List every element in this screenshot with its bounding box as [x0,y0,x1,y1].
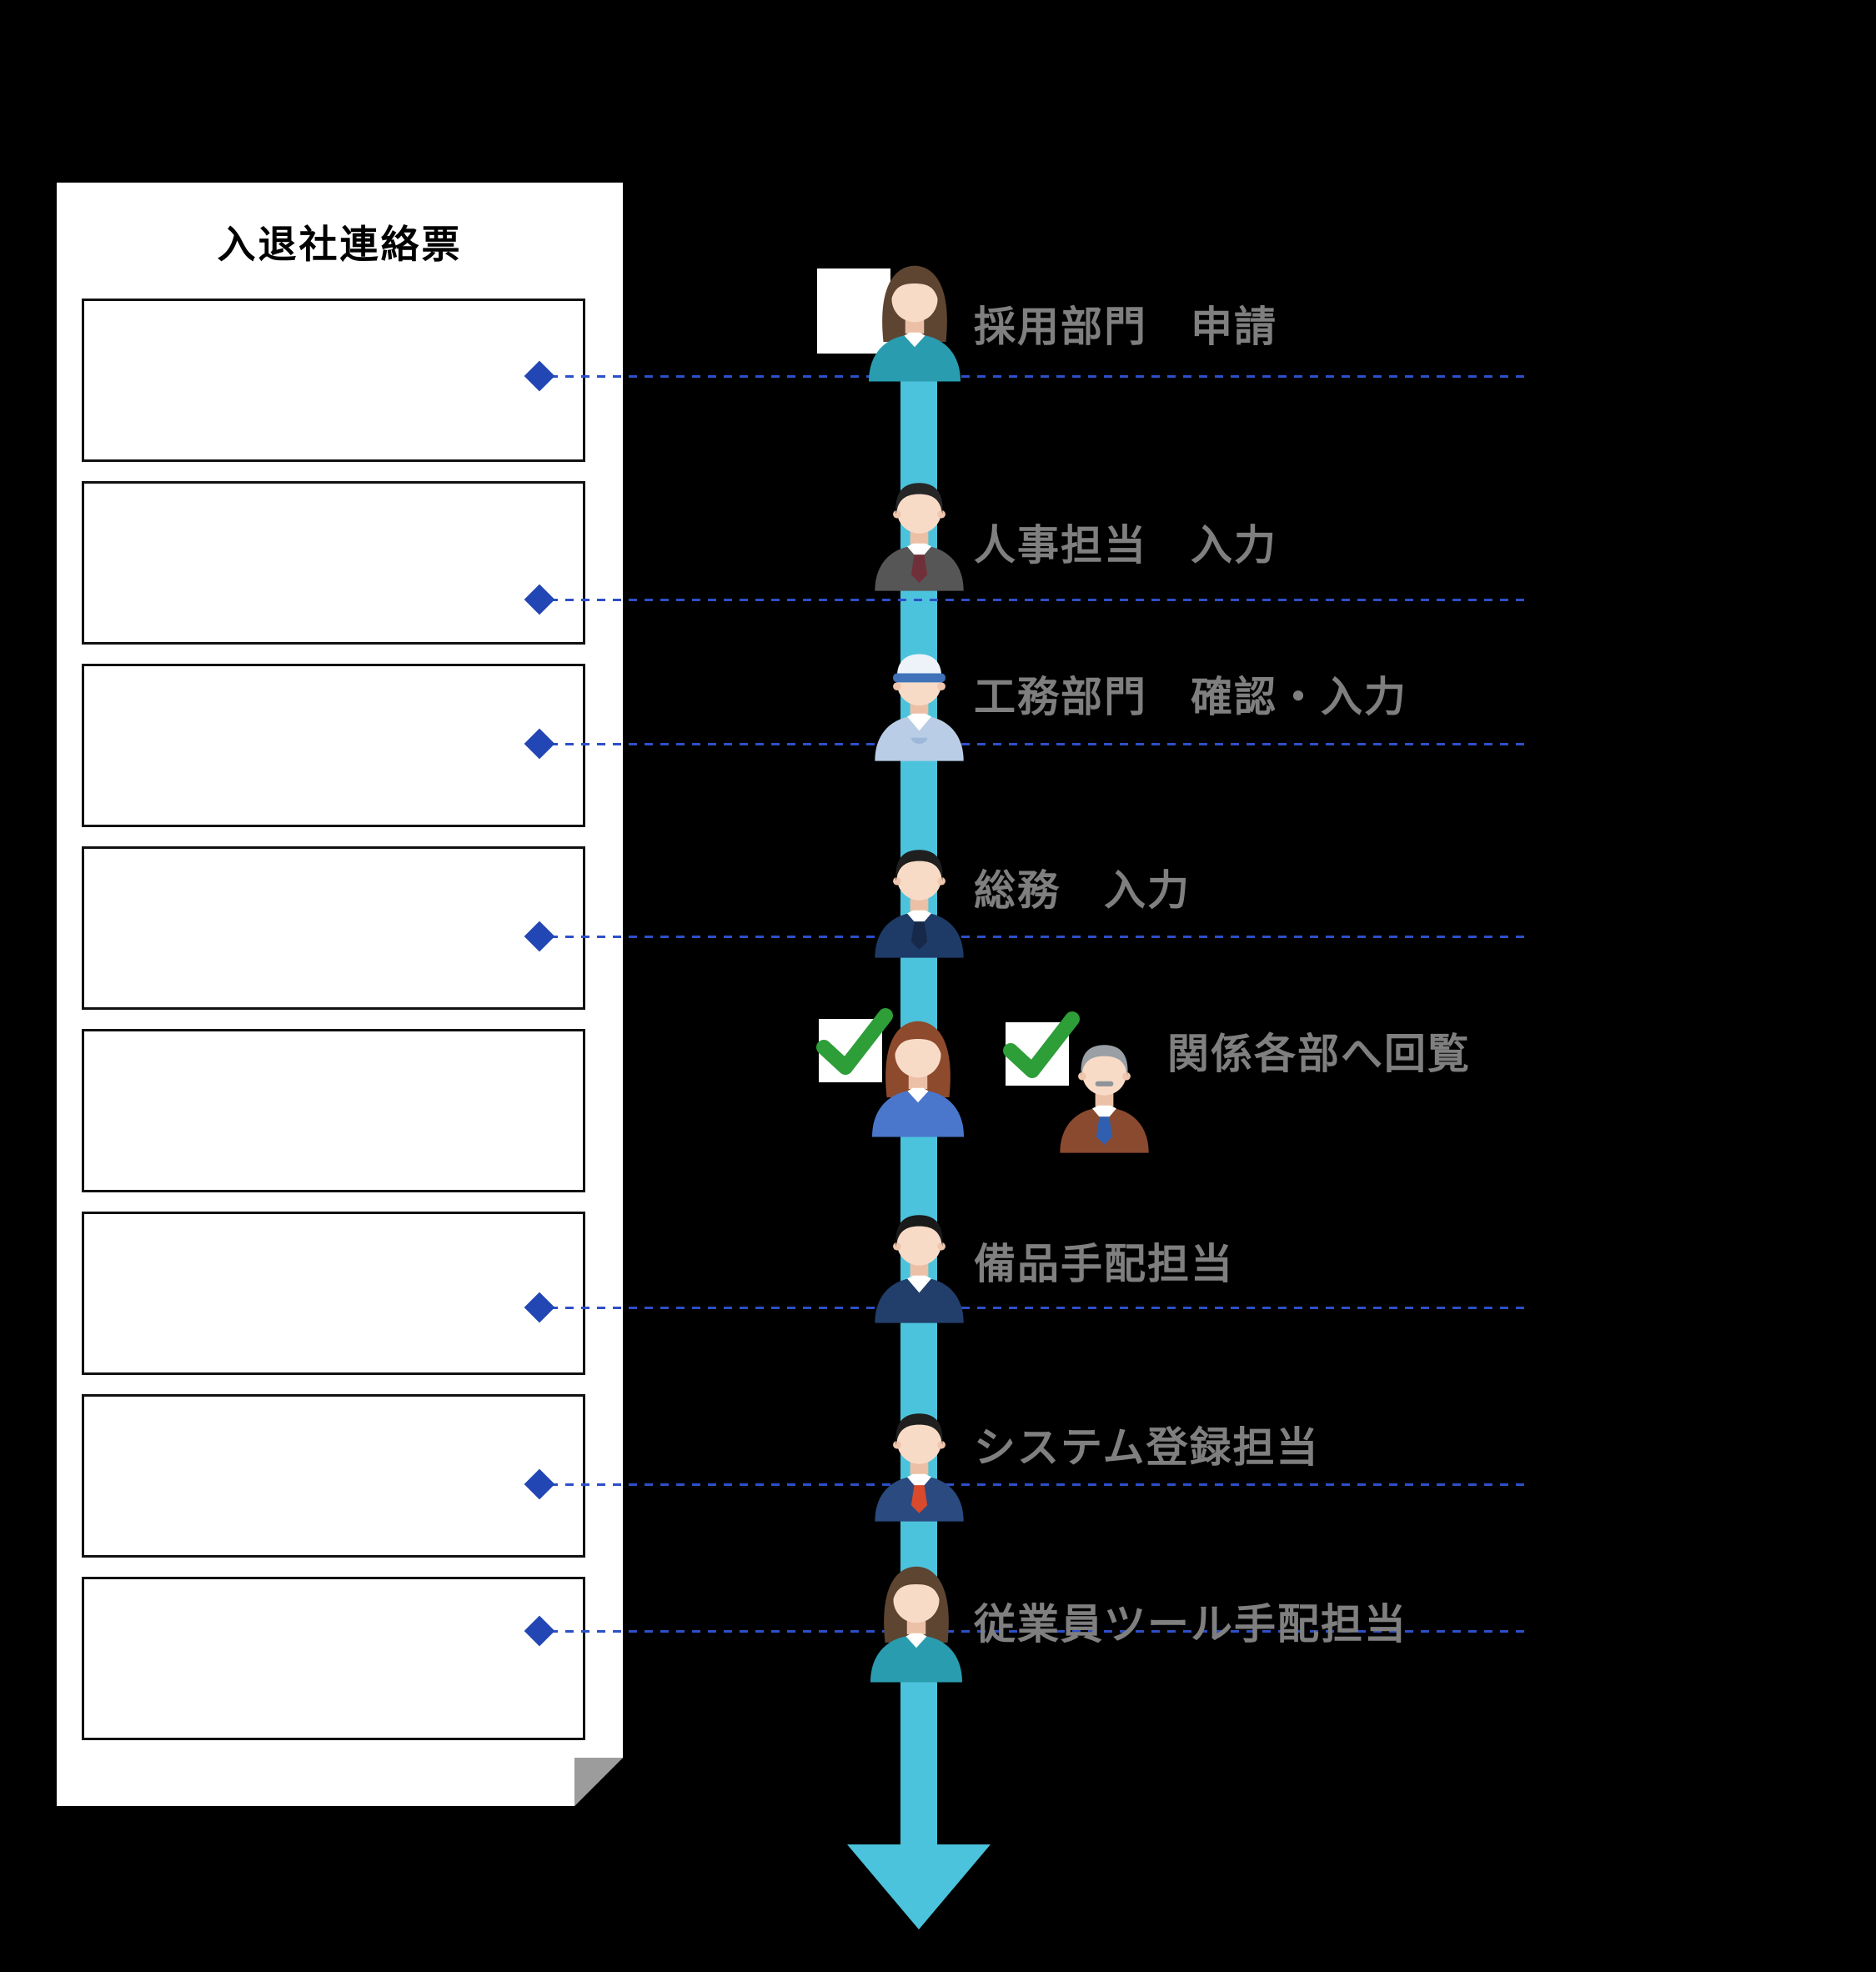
check-icon [1003,1011,1080,1086]
equipment-man-icon [875,1215,964,1323]
step-label-system: システム登録担当 [974,1424,1320,1471]
reviewer-woman-icon [872,1021,964,1137]
connector-line-3 [524,728,1526,760]
step-label-engineering: 工務部門 確認・入力 [974,674,1407,720]
connector-line-7 [524,1615,1526,1647]
general-affairs-man-icon [875,850,964,958]
form-field [82,846,585,1010]
hr-man-icon [875,483,964,591]
step-label-recruiting: 採用部門 申請 [974,304,1277,350]
step-label-hr: 人事担当 入力 [974,522,1277,569]
form-field [82,1394,585,1558]
connector-line-2 [524,584,1526,615]
connector-line-6 [524,1468,1526,1500]
entry-exit-form-paper: 入退社連絡票 [57,183,623,1806]
system-registration-man-icon [875,1413,964,1522]
form-field [82,1212,585,1375]
senior-reviewer-man-icon [1060,1045,1149,1153]
step-label-general-affairs: 総務 入力 [974,867,1191,914]
form-field [82,664,585,827]
step-label-circulation: 関係各部へ回覧 [1167,1031,1471,1077]
step-label-tools: 従業員ツール手配担当 [974,1601,1407,1648]
form-fields [82,299,585,1759]
form-field [82,1577,585,1740]
engineer-man-icon [875,654,964,761]
paper-fold-corner [574,1758,623,1806]
paper-title: 入退社連絡票 [217,223,463,266]
connector-line-4 [524,921,1526,952]
tools-woman-icon [870,1566,962,1683]
check-icon [816,1008,893,1082]
form-field [82,1029,585,1192]
flow-arrow-head [847,1844,991,1929]
recruiter-woman-icon [869,265,961,382]
connector-line-5 [524,1292,1526,1323]
form-field [82,299,585,462]
form-field [82,481,585,645]
connector-line-1 [524,360,1526,392]
application-document-icon [817,268,890,354]
step-label-equipment: 備品手配担当 [974,1241,1234,1287]
